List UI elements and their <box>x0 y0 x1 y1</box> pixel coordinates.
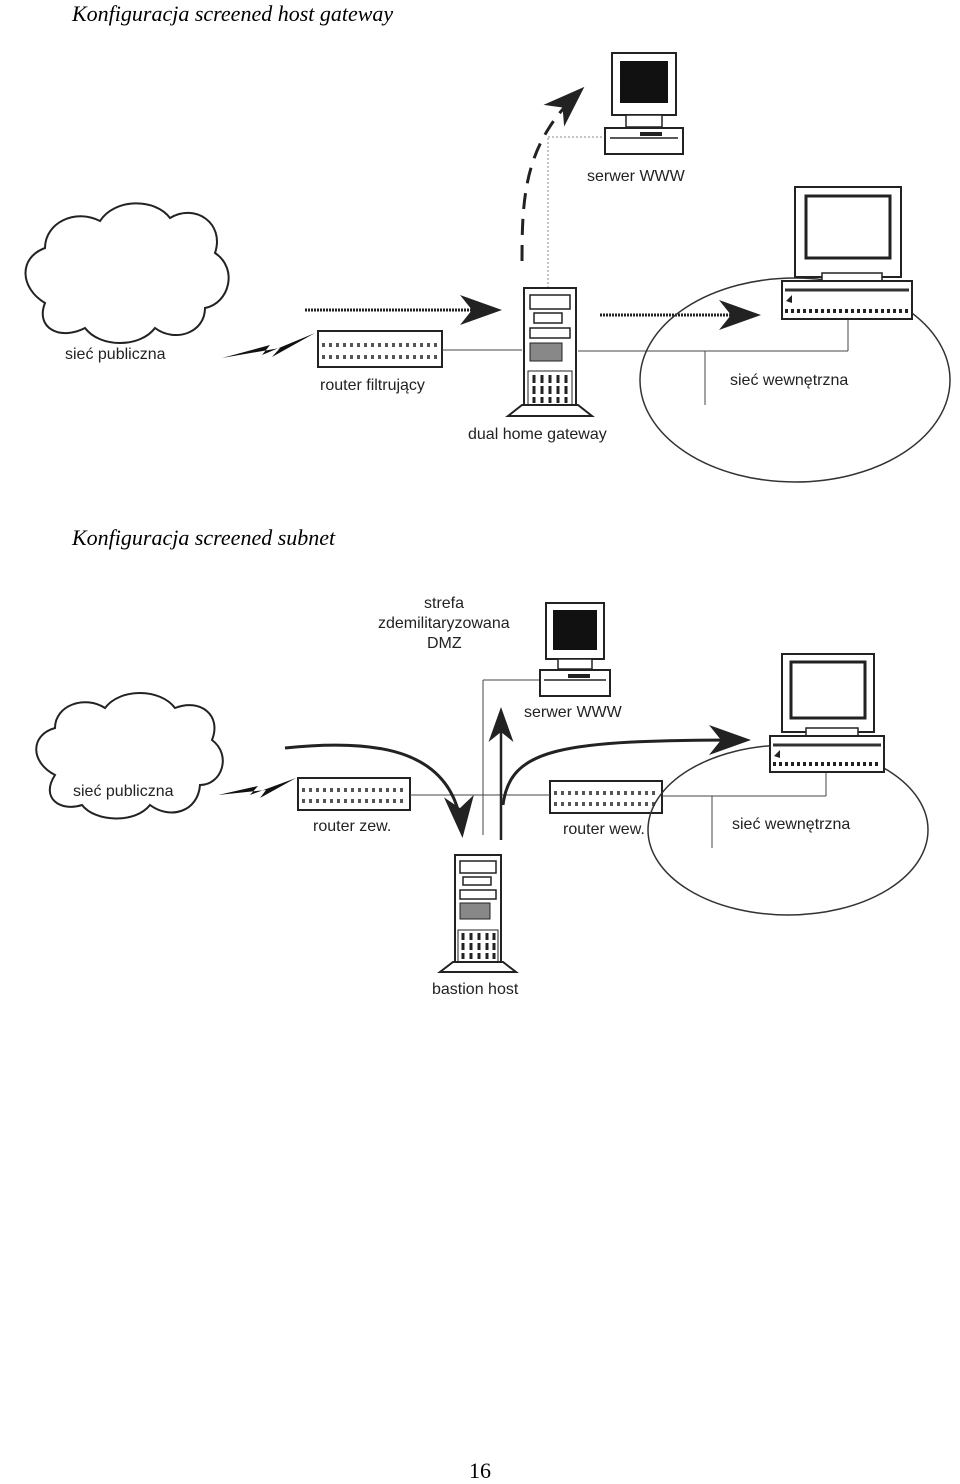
web-server-label: serwer WWW <box>524 704 623 721</box>
internal-workstation-icon <box>769 653 885 773</box>
wan-link-lightning-icon <box>222 333 315 358</box>
screened-subnet-diagram: strefa zdemilitaryzowana DMZ sieć public… <box>35 595 929 998</box>
internal-workstation-icon <box>781 186 913 320</box>
to-internal-arrow <box>501 725 751 806</box>
dmz-label-line1: strefa <box>424 595 464 612</box>
public-network-cloud: sieć publiczna <box>35 692 224 820</box>
web-server-computer-icon <box>604 52 684 155</box>
section2-heading: Konfiguracja screened subnet <box>72 525 336 550</box>
section1-heading: Konfiguracja screened host gateway <box>72 1 394 26</box>
dmz-label-line2: zdemilitaryzowana <box>378 615 510 632</box>
internal-network-label: sieć wewnętrzna <box>730 372 848 389</box>
dual-home-gateway-icon <box>505 287 595 417</box>
filtering-router-icon <box>317 330 443 368</box>
gateway-to-web-arrow <box>520 86 585 262</box>
internal-network-label: sieć wewnętrzna <box>732 816 850 833</box>
public-network-cloud: sieć publiczna <box>24 202 230 363</box>
bastion-host-icon <box>437 854 519 973</box>
public-network-label: sieć publiczna <box>73 783 174 800</box>
dmz-label-line3: DMZ <box>427 635 462 652</box>
wan-link-lightning-icon <box>218 778 296 798</box>
internal-router-label: router wew. <box>563 821 645 838</box>
page-number: 16 <box>469 1458 491 1483</box>
bastion-host-label: bastion host <box>432 981 519 998</box>
filtering-router-label: router filtrujący <box>320 377 425 394</box>
internal-router-icon <box>549 780 663 814</box>
dmz-web-server-icon <box>539 602 611 697</box>
web-server-label: serwer WWW <box>587 168 686 185</box>
gateway-label: dual home gateway <box>468 426 607 443</box>
external-router-label: router zew. <box>313 818 391 835</box>
screened-host-gateway-diagram: sieć publiczna router filtrujący serwer … <box>24 52 951 483</box>
public-network-label: sieć publiczna <box>65 346 166 363</box>
inbound-arrow <box>284 743 474 838</box>
external-router-icon <box>297 777 411 811</box>
